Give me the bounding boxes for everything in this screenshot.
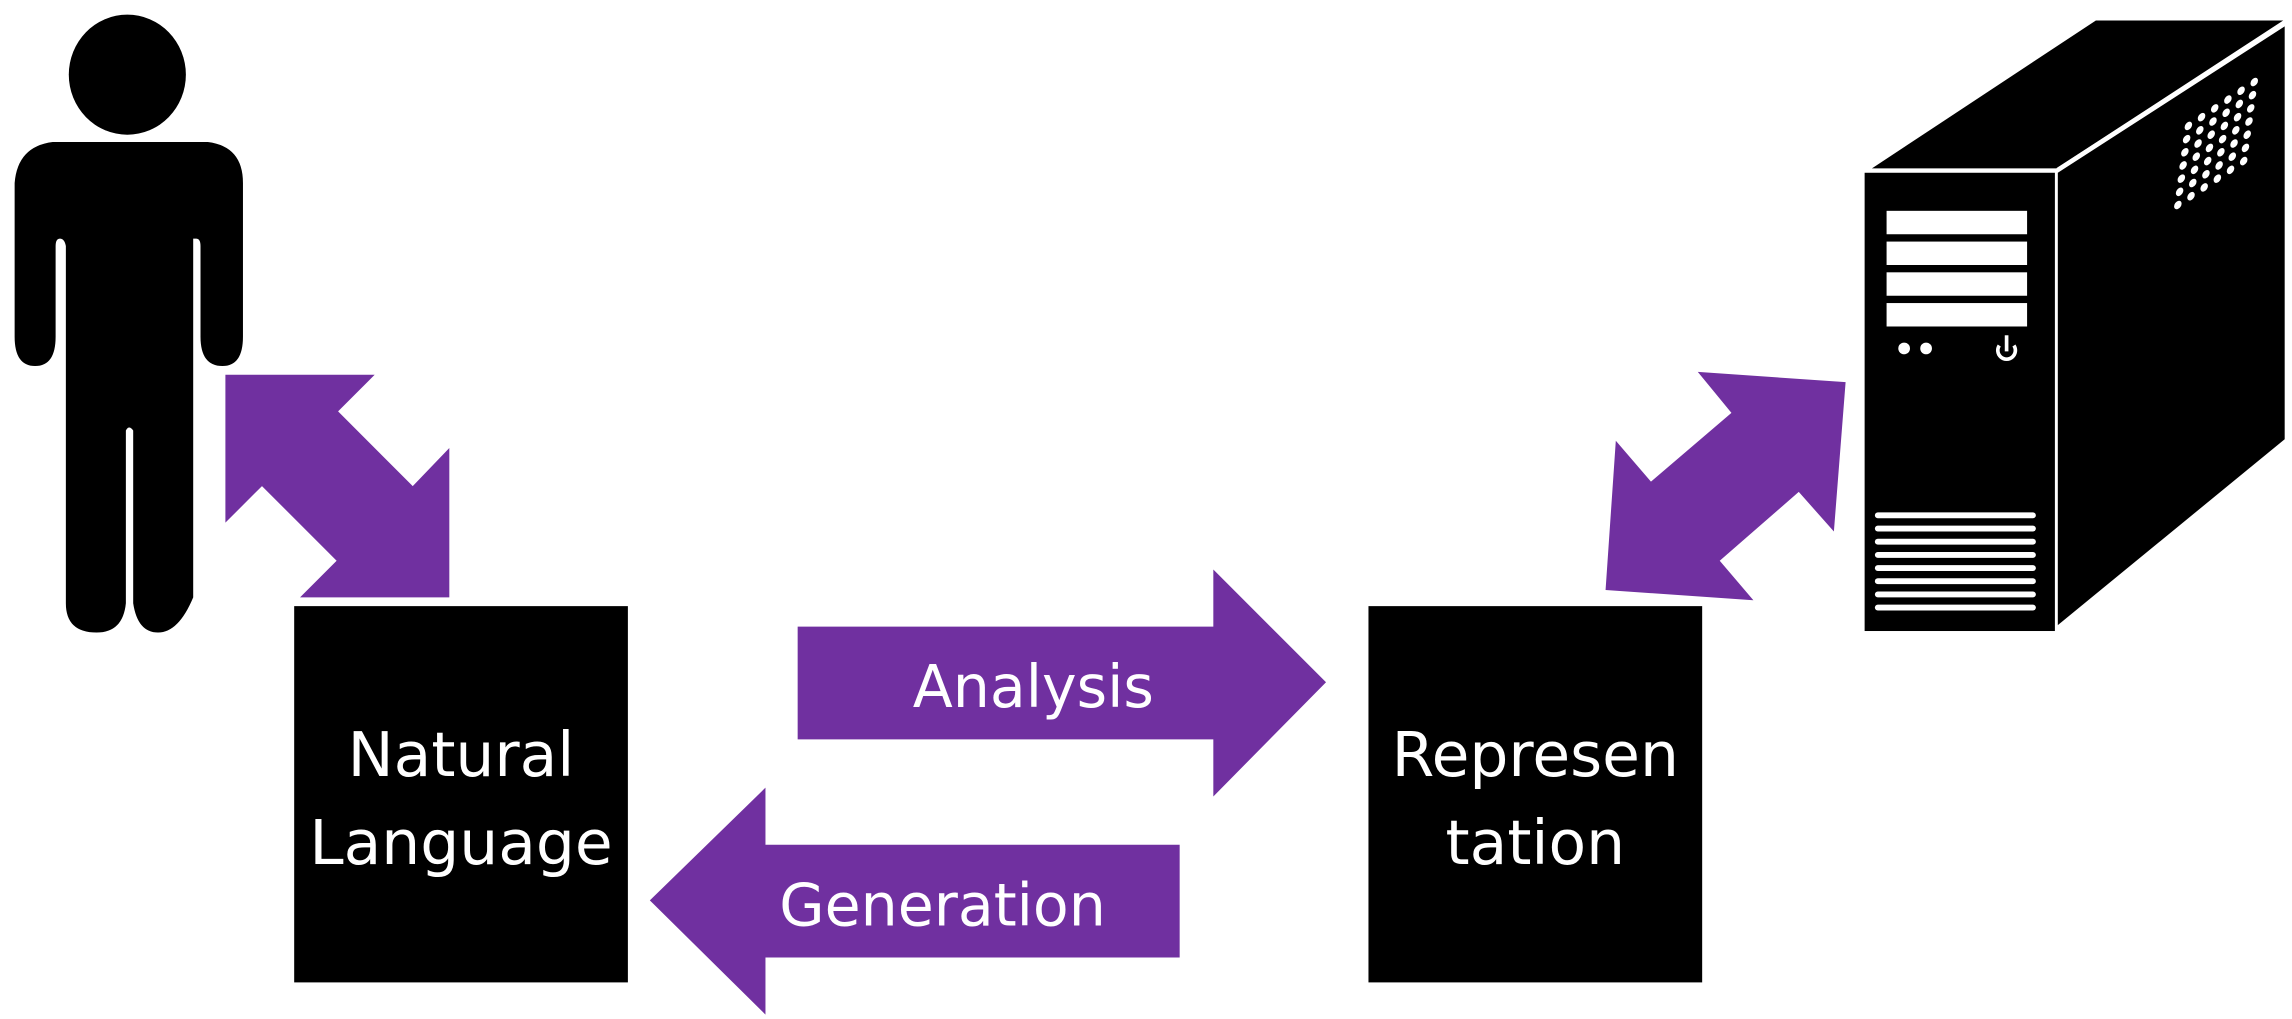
vent-dot	[2233, 112, 2242, 122]
person-icon	[14, 14, 243, 633]
vent-dot	[2241, 143, 2250, 153]
vent-dot	[2192, 152, 2201, 161]
vent-dot	[2194, 139, 2202, 148]
vent-dot	[2243, 130, 2251, 139]
representation-label-line1: Represen	[1392, 720, 1679, 791]
generation-label: Generation	[779, 871, 1106, 939]
computer-tower-icon	[1864, 20, 2286, 632]
vent-dot	[2182, 134, 2191, 144]
vent-dot	[2248, 90, 2257, 100]
representation-label-line2: tation	[1446, 808, 1625, 879]
analysis-label: Analysis	[913, 653, 1154, 721]
vent-dot	[2239, 156, 2248, 166]
vent-dot	[2222, 108, 2230, 117]
natural-language-label-line2: Language	[309, 808, 612, 879]
vent-dot	[2209, 117, 2217, 126]
vent-dot	[2181, 148, 2189, 157]
natural-language-box	[294, 606, 628, 983]
vent-dot	[2207, 130, 2215, 139]
vent-dot	[2184, 121, 2193, 131]
vent-dot	[2235, 99, 2244, 109]
vent-dot	[2213, 174, 2222, 183]
vent-dot	[2187, 191, 2195, 201]
generation-arrow	[649, 787, 1180, 1015]
vent-dot	[2226, 165, 2235, 175]
vent-dot	[2200, 183, 2208, 192]
vent-lines	[1874, 512, 2036, 611]
vent-dot	[2202, 169, 2210, 179]
vent-dot	[2190, 165, 2199, 175]
vent-dot	[2197, 112, 2206, 122]
vent-dot	[2210, 104, 2219, 113]
vent-dot	[2189, 178, 2197, 188]
vent-dot	[2220, 121, 2229, 131]
vent-dot	[2245, 117, 2253, 126]
analysis-arrow	[797, 569, 1327, 797]
vent-dot	[2203, 156, 2212, 166]
person-language-double-arrow	[225, 374, 450, 598]
natural-language-label-line1: Natural	[348, 720, 575, 791]
vent-dot	[2237, 86, 2245, 96]
vent-dot	[2232, 126, 2240, 135]
vent-dot	[2230, 139, 2238, 148]
vent-dot	[2217, 148, 2225, 157]
vent-dot	[2174, 200, 2182, 210]
vent-dot	[2205, 143, 2214, 153]
vent-dot	[2175, 187, 2184, 197]
vent-dot	[2246, 104, 2255, 113]
representation-computer-double-arrow	[1605, 371, 1846, 601]
vent-dot	[2196, 126, 2204, 135]
power-icon	[1996, 335, 2018, 361]
representation-box	[1368, 606, 1703, 983]
vent-dot	[2218, 134, 2227, 144]
vent-dot	[2250, 77, 2259, 87]
vent-dot	[2228, 152, 2237, 161]
vent-dots	[2174, 77, 2259, 210]
vent-dot	[2177, 174, 2186, 183]
vent-dot	[2179, 161, 2187, 170]
vent-dot	[2215, 161, 2223, 170]
vent-dot	[2224, 95, 2232, 104]
